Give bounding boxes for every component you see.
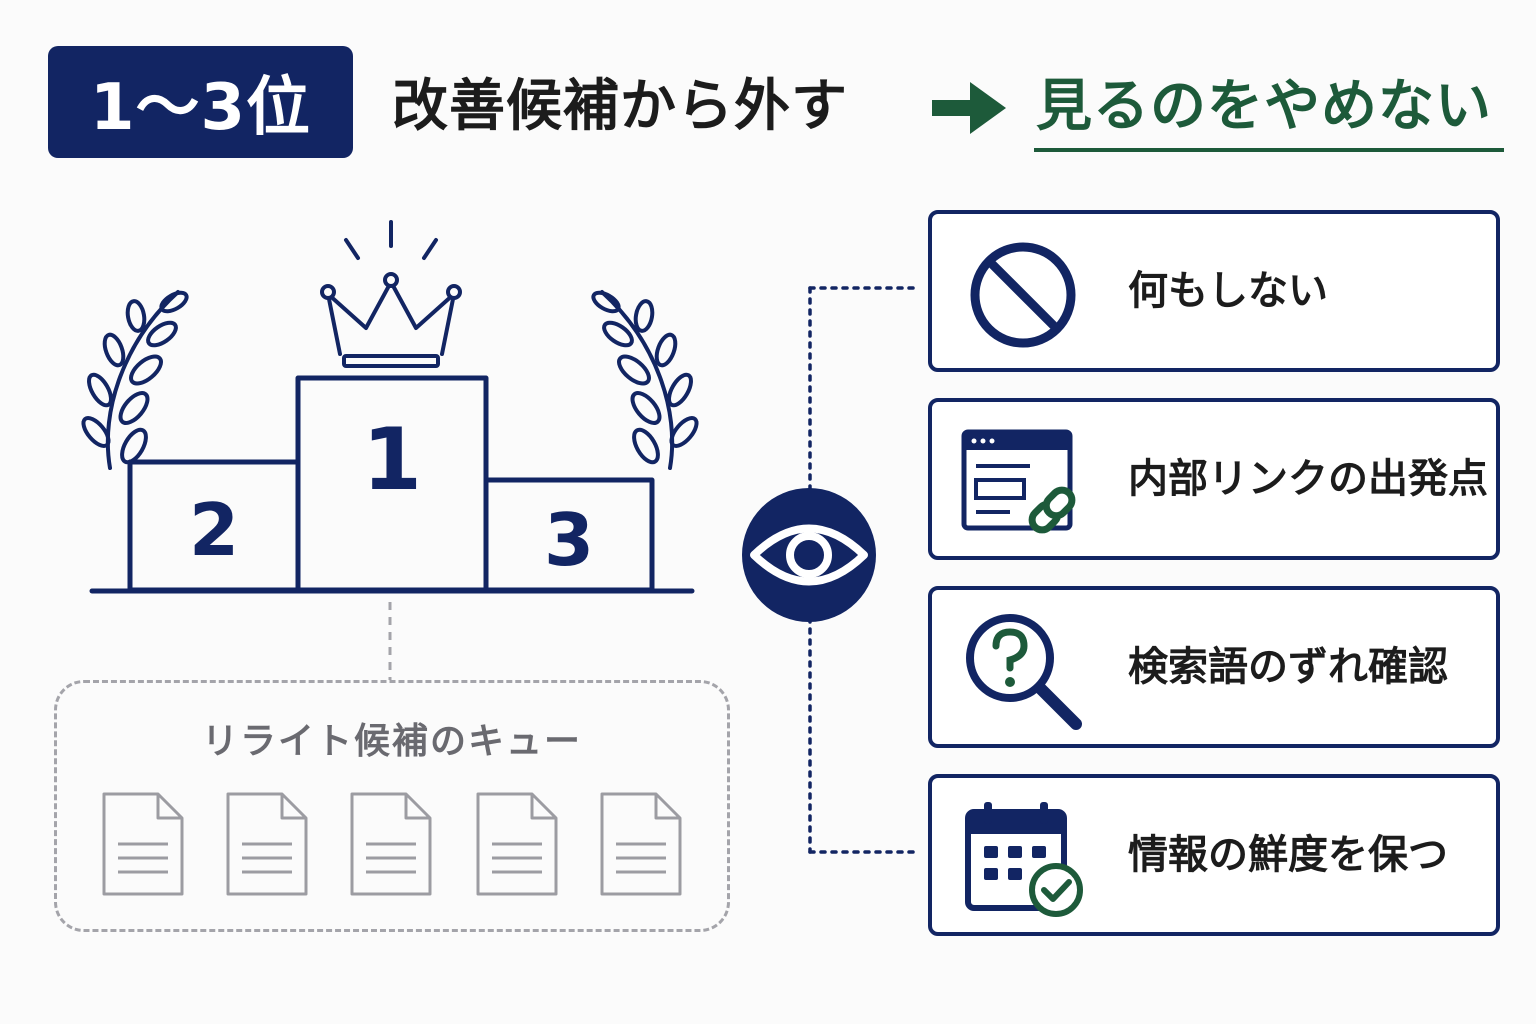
laurel-left-icon <box>81 290 189 470</box>
browser-link-icon <box>961 429 1076 534</box>
podium-illustration <box>81 220 699 594</box>
emphasis-title: 見るのをやめない <box>1036 74 1492 139</box>
document-icon <box>600 792 682 896</box>
calendar-check-icon <box>965 802 1083 917</box>
main-title: 改善候補から外す <box>392 74 848 139</box>
option-label: 何もしない <box>1128 268 1328 314</box>
emphasis-underline <box>1034 148 1504 152</box>
option-label: 情報の鮮度を保つ <box>1128 832 1448 878</box>
option-label: 内部リンクの出発点 <box>1128 456 1488 502</box>
prohibited-icon <box>970 242 1076 348</box>
option-query-check: 検索語のずれ確認 <box>928 586 1500 748</box>
question-magnifier-icon <box>966 614 1082 730</box>
arrow-right-icon <box>932 82 1006 134</box>
sparkle-right <box>422 238 438 260</box>
rewrite-queue-box <box>54 680 730 932</box>
podium-step-2-label: 2 <box>188 488 240 572</box>
document-icon <box>226 792 308 896</box>
podium-queue-connector <box>388 602 392 680</box>
sparkle-left <box>344 238 360 260</box>
eye-icon <box>750 524 868 586</box>
option-label: 検索語のずれ確認 <box>1128 644 1448 690</box>
option-internal-link: 内部リンクの出発点 <box>928 398 1500 560</box>
document-icon <box>476 792 558 896</box>
crown-icon <box>320 272 462 368</box>
options-connector <box>808 286 922 854</box>
document-icon <box>102 792 184 896</box>
rank-badge-label: 1〜3位 <box>89 71 312 145</box>
podium-step-3-label: 3 <box>543 498 595 582</box>
eye-badge <box>742 488 876 622</box>
rank-badge: 1〜3位 <box>48 46 353 158</box>
option-freshness: 情報の鮮度を保つ <box>928 774 1500 936</box>
document-icon <box>350 792 432 896</box>
laurel-right-icon <box>591 290 699 470</box>
podium-step-1-label: 1 <box>362 410 422 510</box>
option-do-nothing: 何もしない <box>928 210 1500 372</box>
rewrite-queue-title: リライト候補のキュー <box>201 721 582 762</box>
